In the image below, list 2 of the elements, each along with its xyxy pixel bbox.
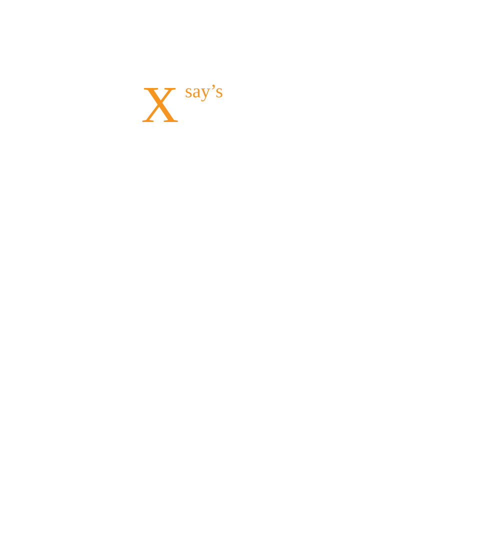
drop-cap-letter: X	[142, 88, 178, 122]
heading-word: say’s	[186, 84, 222, 102]
